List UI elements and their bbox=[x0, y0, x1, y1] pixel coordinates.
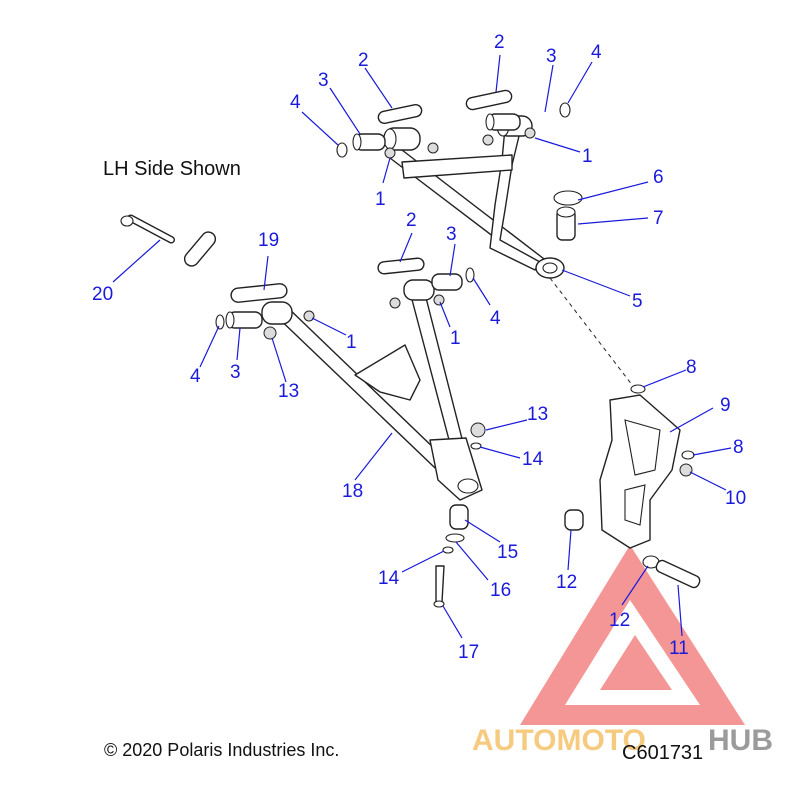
callout-16: 16 bbox=[490, 580, 511, 601]
callout-1-lower-right: 1 bbox=[450, 328, 461, 349]
knuckle-bushings bbox=[564, 509, 701, 589]
callout-8-top: 8 bbox=[686, 357, 697, 378]
callout-20: 20 bbox=[92, 284, 113, 305]
callout-2-upper-left: 2 bbox=[358, 50, 369, 71]
callout-15: 15 bbox=[497, 542, 518, 563]
copyright-notice: © 2020 Polaris Industries Inc. bbox=[104, 740, 340, 760]
callout-3-upper-left: 3 bbox=[318, 70, 329, 91]
callout-1-upper-left: 1 bbox=[375, 189, 386, 210]
steering-knuckle bbox=[599, 384, 695, 549]
callout-3-lower-right: 3 bbox=[446, 224, 457, 245]
callout-3-lower-left: 3 bbox=[230, 362, 241, 383]
callout-14-right: 14 bbox=[522, 449, 544, 470]
watermark-triangle-core bbox=[600, 635, 672, 690]
callout-13-left: 13 bbox=[278, 381, 299, 402]
watermark-text: AUTOMOTO HUB bbox=[472, 724, 773, 757]
ball-joint bbox=[553, 190, 583, 241]
drawing-id: C601731 bbox=[622, 742, 704, 764]
upper-a-arm bbox=[383, 115, 565, 279]
callout-4-lower-left: 4 bbox=[190, 366, 201, 387]
lower-a-arm bbox=[261, 279, 483, 501]
callout-4-upper-right: 4 bbox=[591, 42, 602, 63]
callout-1-upper-right: 1 bbox=[582, 146, 593, 167]
callout-2-upper-right: 2 bbox=[494, 32, 505, 53]
callout-numbers: 2 2 3 3 4 4 1 1 6 7 5 2 3 4 19 1 1 4 3 1… bbox=[92, 32, 746, 663]
callout-10: 10 bbox=[725, 488, 746, 509]
callout-4-lower-right: 4 bbox=[490, 308, 501, 329]
callout-14-left: 14 bbox=[378, 568, 400, 589]
callout-18: 18 bbox=[342, 481, 363, 502]
callout-7: 7 bbox=[653, 208, 664, 229]
callout-3-upper-right: 3 bbox=[546, 46, 557, 67]
callout-6: 6 bbox=[653, 167, 664, 188]
callout-5: 5 bbox=[632, 291, 643, 312]
lower-pivot-tubes bbox=[215, 257, 486, 450]
callout-9: 9 bbox=[720, 395, 731, 416]
watermark-brand-right: HUB bbox=[708, 724, 773, 757]
callout-17: 17 bbox=[458, 642, 479, 663]
watermark-logo bbox=[520, 545, 745, 725]
bushing-tube bbox=[183, 231, 217, 267]
lower-bolt bbox=[120, 214, 176, 244]
callout-13-right: 13 bbox=[527, 404, 548, 425]
upper-pivot-tubes bbox=[336, 89, 571, 159]
side-label: LH Side Shown bbox=[103, 158, 241, 180]
callout-12-right: 12 bbox=[609, 610, 630, 631]
callout-11: 11 bbox=[669, 638, 689, 659]
callout-19: 19 bbox=[258, 230, 279, 251]
callout-2-lower: 2 bbox=[406, 210, 417, 231]
lower-ball-joint bbox=[433, 504, 469, 608]
watermark-brand-left: AUTOMOTO bbox=[472, 724, 646, 757]
callout-4-upper-left: 4 bbox=[290, 92, 301, 113]
callout-8-right: 8 bbox=[733, 437, 744, 458]
callout-leaders bbox=[112, 54, 732, 639]
callout-12-left: 12 bbox=[556, 572, 577, 593]
callout-1-lower-left: 1 bbox=[346, 332, 357, 353]
